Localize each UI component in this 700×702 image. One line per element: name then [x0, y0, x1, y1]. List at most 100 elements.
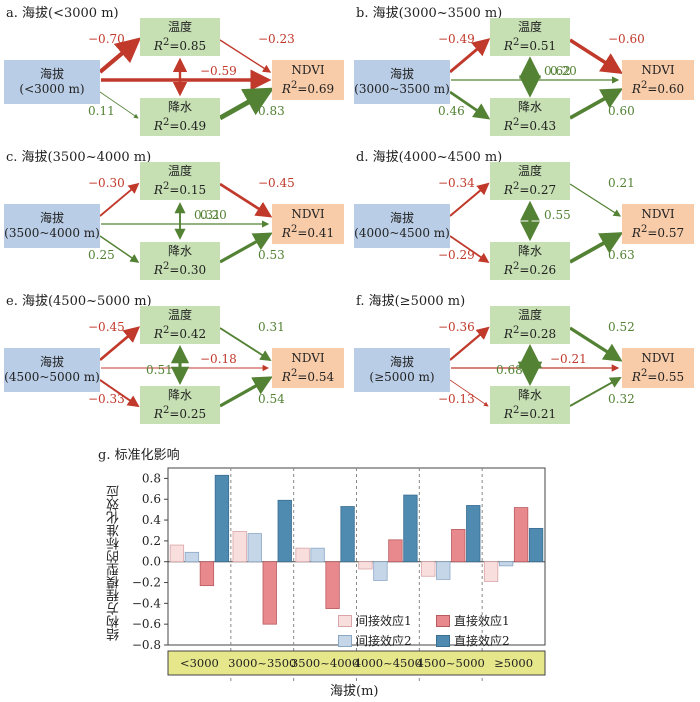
temperature-label: 温度: [517, 308, 542, 322]
bar: [277, 499, 292, 563]
panel-title: b. 海拔(3000~3500 m): [356, 6, 503, 21]
chart-title: g. 标准化影响: [98, 448, 180, 463]
panel-title: c. 海拔(3500~4000 m): [6, 150, 152, 165]
arrow-alt-temp: [99, 326, 141, 362]
path-prec-ndvi: 0.32: [608, 392, 635, 406]
path-alt-temp: −0.45: [88, 320, 125, 334]
altitude-box: 海拔 (3500~4000 m): [4, 204, 100, 248]
precipitation-label: 降水: [167, 244, 192, 258]
x-category-band: [167, 650, 546, 676]
altitude-range: (3500~4000 m): [4, 226, 100, 240]
x-tick-label: ≥5000: [494, 656, 533, 670]
legend-swatch: [338, 614, 352, 627]
bar: [513, 507, 529, 563]
temperature-r2: R2=0.15: [153, 181, 207, 197]
arrow-temp-ndvi: [569, 183, 622, 217]
temperature-r2: R2=0.27: [503, 181, 557, 197]
ndvi-label: NDVI: [291, 63, 325, 77]
path-prec-temp: 0.68: [496, 363, 523, 377]
x-tick-label: 3000~3500: [228, 656, 296, 670]
arrow-alt-prec: [99, 91, 139, 119]
ndvi-box: NDVI R2=0.69: [272, 60, 344, 100]
ndvi-r2: R2=0.55: [631, 368, 685, 384]
precipitation-r2: R2=0.25: [153, 405, 207, 421]
altitude-range: (3000~3500 m): [354, 82, 450, 96]
altitude-label: 海拔: [389, 211, 414, 225]
bar: [232, 531, 247, 563]
ndvi-label: NDVI: [291, 351, 325, 365]
arrow-prec-ndvi: [218, 87, 275, 121]
ndvi-r2: R2=0.60: [631, 80, 685, 96]
path-temp-ndvi: 0.31: [258, 320, 285, 334]
path-alt-prec: −0.33: [88, 392, 125, 406]
arrow-alt-temp: [449, 38, 491, 74]
panel-title: d. 海拔(4000~4500 m): [356, 150, 503, 165]
ndvi-box: NDVI R2=0.60: [622, 60, 694, 100]
precipitation-label: 降水: [167, 100, 192, 114]
altitude-label: 海拔: [389, 67, 414, 81]
precipitation-box: 降水 R2=0.43: [490, 98, 570, 136]
path-temp-ndvi: −0.23: [258, 32, 295, 46]
panel-title: f. 海拔(≥5000 m): [356, 294, 466, 309]
precipitation-box: 降水 R2=0.21: [490, 386, 570, 424]
bar: [498, 561, 514, 567]
sem-panel: a. 海拔(<3000 m) 海拔 (<3000 m) 温度 R2=0.85 降…: [0, 2, 346, 142]
arrow-prec-ndvi: [569, 88, 624, 120]
path-alt-prec: 0.46: [438, 104, 465, 118]
temperature-box: 温度 R2=0.15: [140, 162, 220, 200]
arrow-prec-ndvi: [219, 376, 273, 408]
path-prec-temp: 0.51: [146, 363, 173, 377]
arrow-prec-ndvi: [219, 232, 273, 264]
altitude-box: 海拔 (<3000 m): [4, 60, 100, 104]
bar: [373, 561, 388, 581]
legend-direct2: 直接效应2: [436, 632, 510, 649]
bar: [340, 506, 355, 563]
path-temp-ndvi: 0.21: [608, 176, 635, 190]
bar: [483, 561, 499, 582]
precipitation-r2: R2=0.21: [503, 405, 557, 421]
arrow-alt-prec: [449, 90, 491, 120]
temperature-box: 温度 R2=0.27: [490, 162, 570, 200]
y-tick-label: 0.6: [142, 492, 161, 506]
x-tick-label: <3000: [180, 656, 219, 670]
arrow-prec-ndvi: [569, 377, 622, 407]
precipitation-r2: R2=0.49: [153, 117, 207, 133]
temperature-label: 温度: [167, 20, 192, 34]
arrow-prec-ndvi: [569, 232, 624, 264]
path-prec-ndvi: 0.63: [608, 248, 635, 262]
altitude-range: (<3000 m): [19, 82, 85, 96]
arrow-alt-temp: [449, 326, 490, 361]
path-alt-temp: −0.36: [438, 320, 475, 334]
altitude-box: 海拔 (3000~3500 m): [354, 60, 450, 104]
legend-indirect1: 间接效应1: [338, 612, 412, 629]
precipitation-r2: R2=0.30: [153, 261, 207, 277]
path-alt-ndvi: 0.20: [200, 208, 227, 222]
y-tick-label: 0.2: [142, 534, 161, 548]
arrow-temp-ndvi: [219, 182, 273, 218]
precipitation-box: 降水 R2=0.49: [140, 98, 220, 136]
ndvi-box: NDVI R2=0.55: [622, 348, 694, 388]
arrow-alt-prec: [99, 235, 140, 263]
bar: [466, 505, 481, 563]
legend-label: 直接效应2: [454, 634, 510, 648]
bar: [214, 474, 230, 563]
arrow-alt-prec: [449, 379, 489, 407]
path-temp-prec: 0.31: [194, 208, 221, 222]
sem-arrows: [98, 37, 275, 121]
arrow-temp-ndvi: [569, 38, 624, 74]
sem-arrows: [449, 182, 624, 264]
bar: [184, 551, 200, 563]
bar: [325, 561, 340, 609]
path-alt-prec: 0.25: [88, 248, 115, 262]
sem-panel: b. 海拔(3000~3500 m) 海拔 (3000~3500 m) 温度 R…: [350, 2, 696, 142]
ndvi-label: NDVI: [641, 351, 675, 365]
ndvi-r2: R2=0.54: [281, 368, 335, 384]
chart-legend: 间接效应1 间接效应2 直接效应1 直接效应2: [338, 610, 548, 654]
precipitation-label: 降水: [167, 388, 192, 402]
temperature-label: 温度: [167, 164, 192, 178]
path-temp-prec: 0.55: [544, 208, 571, 222]
sem-arrows: [99, 182, 273, 264]
temperature-box: 温度 R2=0.42: [140, 306, 220, 344]
ndvi-box: NDVI R2=0.54: [272, 348, 344, 388]
y-tick-label: −0.8: [132, 638, 161, 652]
